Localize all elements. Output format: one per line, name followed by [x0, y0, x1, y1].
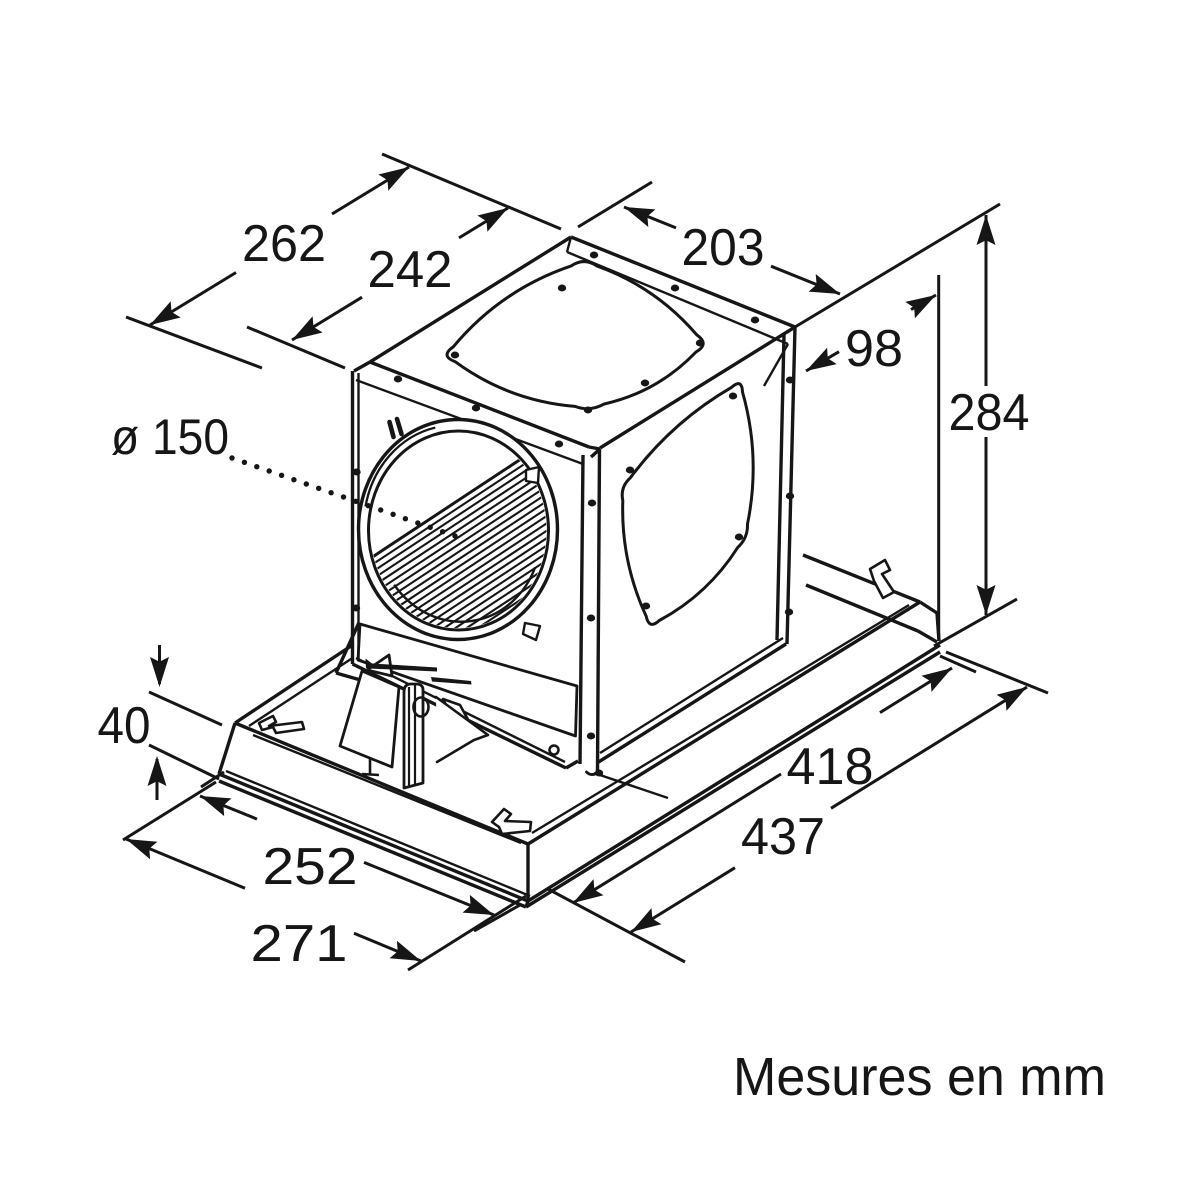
svg-text:ø 150: ø 150: [111, 409, 229, 465]
svg-text:418: 418: [787, 738, 874, 796]
svg-text:271: 271: [251, 915, 348, 973]
svg-text:252: 252: [263, 838, 358, 896]
svg-text:242: 242: [368, 241, 453, 299]
svg-text:98: 98: [845, 320, 903, 378]
svg-text:284: 284: [949, 384, 1030, 442]
svg-text:40: 40: [98, 697, 151, 755]
svg-text:437: 437: [741, 808, 825, 866]
svg-text:Mesures en mm: Mesures en mm: [733, 1047, 1106, 1107]
svg-text:203: 203: [682, 219, 765, 277]
svg-text:262: 262: [242, 215, 326, 273]
